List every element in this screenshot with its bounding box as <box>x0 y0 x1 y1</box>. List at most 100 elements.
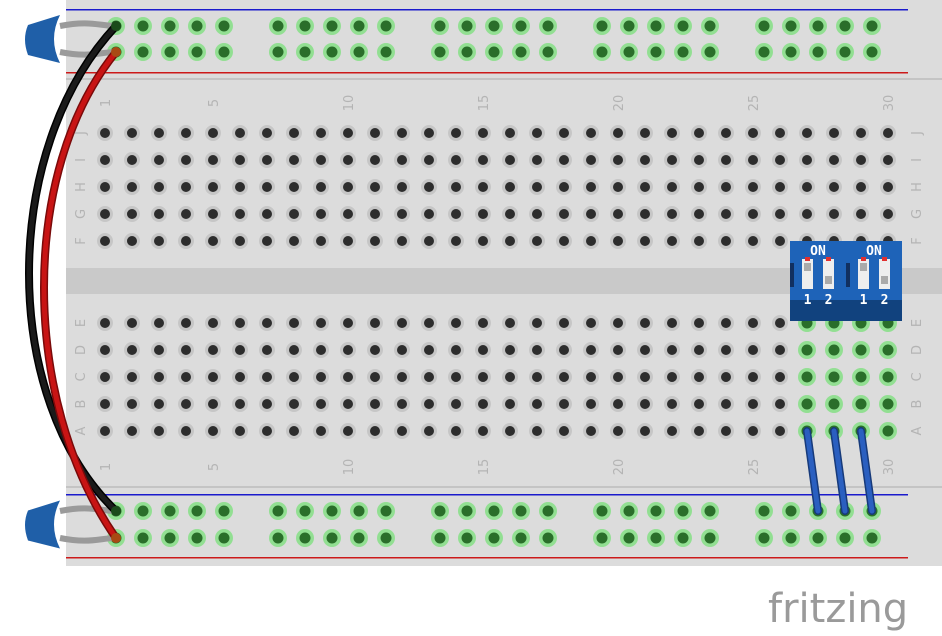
breadboard-hole <box>559 399 569 409</box>
power-rail-hole <box>488 532 500 544</box>
breadboard-hole <box>640 182 650 192</box>
dip-switch-base <box>846 300 902 321</box>
power-rail-hole <box>515 532 527 544</box>
breadboard-hole <box>855 371 867 383</box>
breadboard-hole <box>775 345 785 355</box>
power-rail-hole <box>326 532 338 544</box>
breadboard-hole <box>882 425 894 437</box>
breadboard-hole <box>370 426 380 436</box>
breadboard-hole <box>586 372 596 382</box>
breadboard-hole <box>127 182 137 192</box>
power-rail-hole <box>272 505 284 517</box>
breadboard-hole <box>532 209 542 219</box>
breadboard-hole <box>181 236 191 246</box>
power-rail-hole <box>326 20 338 32</box>
power-rail-hole <box>137 20 149 32</box>
breadboard-hole <box>451 128 461 138</box>
breadboard-hole <box>370 372 380 382</box>
breadboard-hole <box>478 399 488 409</box>
power-rail-hole <box>218 46 230 58</box>
breadboard-hole <box>586 426 596 436</box>
row-letter-label: H <box>910 182 925 192</box>
breadboard-hole <box>181 345 191 355</box>
power-rail-hole <box>461 20 473 32</box>
breadboard-hole <box>289 182 299 192</box>
breadboard-hole <box>343 399 353 409</box>
breadboard-hole <box>694 236 704 246</box>
breadboard-hole <box>640 128 650 138</box>
power-rail-hole <box>650 20 662 32</box>
dip-switch-position-label: 1 <box>860 293 868 308</box>
power-rail-hole <box>137 505 149 517</box>
breadboard-hole <box>343 236 353 246</box>
breadboard-hole <box>586 182 596 192</box>
breadboard-hole <box>532 236 542 246</box>
power-rail-hole <box>623 505 635 517</box>
dip-switch-slot <box>879 259 890 289</box>
breadboard-hole <box>802 128 812 138</box>
breadboard-hole <box>100 236 110 246</box>
breadboard-hole <box>181 318 191 328</box>
dip-switch-on-label: ON <box>810 244 826 259</box>
wire-end <box>111 506 121 516</box>
breadboard-hole <box>397 182 407 192</box>
power-rail-hole <box>704 532 716 544</box>
power-rail-hole <box>704 20 716 32</box>
power-rail-hole <box>677 46 689 58</box>
power-rail-hole <box>353 46 365 58</box>
breadboard-hole <box>613 128 623 138</box>
breadboard-hole <box>505 399 515 409</box>
power-rail-hole <box>380 505 392 517</box>
breadboard-hole <box>262 128 272 138</box>
breadboard-hole <box>316 209 326 219</box>
row-letter-label: C <box>74 372 89 381</box>
breadboard-hole <box>640 345 650 355</box>
breadboard-hole <box>316 128 326 138</box>
breadboard-hole <box>100 426 110 436</box>
power-rail-hole <box>353 532 365 544</box>
breadboard-hole <box>775 399 785 409</box>
breadboard-hole <box>613 399 623 409</box>
blue-wire <box>858 428 875 514</box>
breadboard-hole <box>748 209 758 219</box>
wire-end <box>111 21 121 31</box>
power-rail-hole <box>542 20 554 32</box>
breadboard-hole <box>613 236 623 246</box>
power-rail-hole <box>353 20 365 32</box>
row-letter-label: G <box>74 209 89 219</box>
breadboard-hole <box>748 426 758 436</box>
breadboard-hole <box>235 318 245 328</box>
breadboard-hole <box>586 399 596 409</box>
breadboard-hole <box>775 155 785 165</box>
breadboard-hole <box>424 182 434 192</box>
breadboard-hole <box>208 345 218 355</box>
dip-switch-position-label: 2 <box>881 293 889 308</box>
rail-line <box>66 494 908 496</box>
breadboard-hole <box>397 318 407 328</box>
breadboard-hole <box>478 182 488 192</box>
breadboard-hole <box>235 155 245 165</box>
power-rail-hole <box>488 20 500 32</box>
breadboard-hole <box>154 236 164 246</box>
breadboard-hole <box>316 155 326 165</box>
rail-line <box>66 9 908 11</box>
breadboard-hole <box>532 372 542 382</box>
breadboard-hole <box>235 182 245 192</box>
breadboard-hole <box>883 182 893 192</box>
breadboard-hole <box>262 236 272 246</box>
breadboard-hole <box>289 155 299 165</box>
breadboard-hole <box>775 209 785 219</box>
breadboard-hole <box>154 209 164 219</box>
breadboard-hole <box>451 372 461 382</box>
power-rail-hole <box>218 20 230 32</box>
breadboard-hole <box>586 318 596 328</box>
breadboard-hole <box>289 399 299 409</box>
breadboard-hole <box>127 209 137 219</box>
breadboard-hole <box>370 345 380 355</box>
breadboard-hole <box>640 318 650 328</box>
column-number-label: 30 <box>882 459 897 476</box>
breadboard-hole <box>801 371 813 383</box>
power-rail-hole <box>866 20 878 32</box>
power-rail-hole <box>164 532 176 544</box>
breadboard-hole <box>640 372 650 382</box>
